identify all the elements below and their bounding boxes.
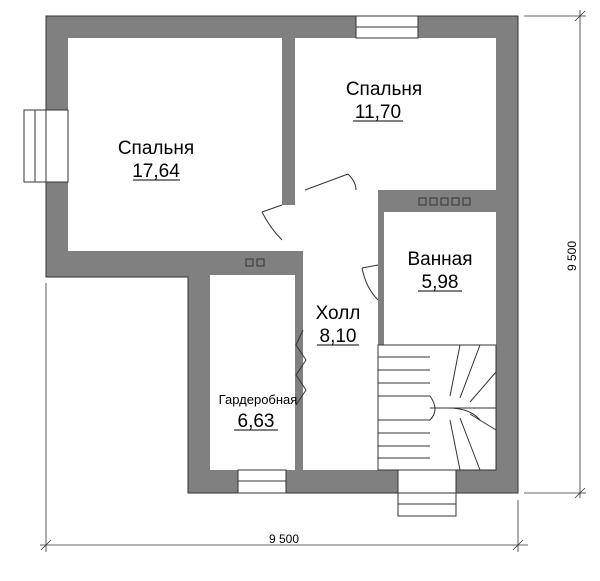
room-name-bedroom-small: Спальня: [346, 79, 422, 100]
room-area-bedroom-large: 17,64: [132, 161, 180, 182]
room-area-bedroom-small: 11,70: [355, 102, 401, 123]
stairs: [377, 344, 497, 471]
dim-width-label: 9 500: [269, 532, 299, 546]
vent-ducts: [245, 197, 471, 267]
interior-closet: [282, 205, 295, 251]
interior-bedroom-large: [68, 38, 282, 251]
room-name-hall: Холл: [316, 303, 361, 324]
interior-bathroom: [384, 212, 496, 345]
dim-height-label: 9 500: [565, 241, 579, 271]
room-name-bedroom-large: Спальня: [118, 138, 194, 159]
interior-wardrobe: [210, 275, 295, 470]
room-name-bathroom: Ванная: [407, 249, 472, 270]
walls: [45, 15, 519, 494]
doors: [261, 173, 379, 406]
partition-wardrobe-hall: [295, 266, 303, 470]
room-labels: Спальня 17,64 Спальня 11,70 Ванная 5,98 …: [118, 79, 473, 432]
door-wardrobe-folding: [295, 329, 307, 406]
room-area-wardrobe: 6,63: [238, 411, 275, 432]
windows: [23, 15, 457, 517]
door-bathroom: [361, 264, 379, 301]
room-area-bathroom: 5,98: [422, 272, 459, 293]
room-name-wardrobe: Гардеробная: [219, 392, 298, 407]
interior-bedroom-small: [295, 38, 496, 190]
interior-hall: [295, 190, 496, 470]
door-bedroom-small: [304, 173, 357, 191]
room-area-hall: 8,10: [320, 326, 357, 347]
door-closet: [261, 204, 283, 241]
partition-bedrooms: [282, 38, 295, 205]
dimension-labels: 9 500 9 500: [269, 241, 579, 546]
dimension-lines: [40, 10, 586, 552]
partition-bath-left: [378, 212, 384, 345]
